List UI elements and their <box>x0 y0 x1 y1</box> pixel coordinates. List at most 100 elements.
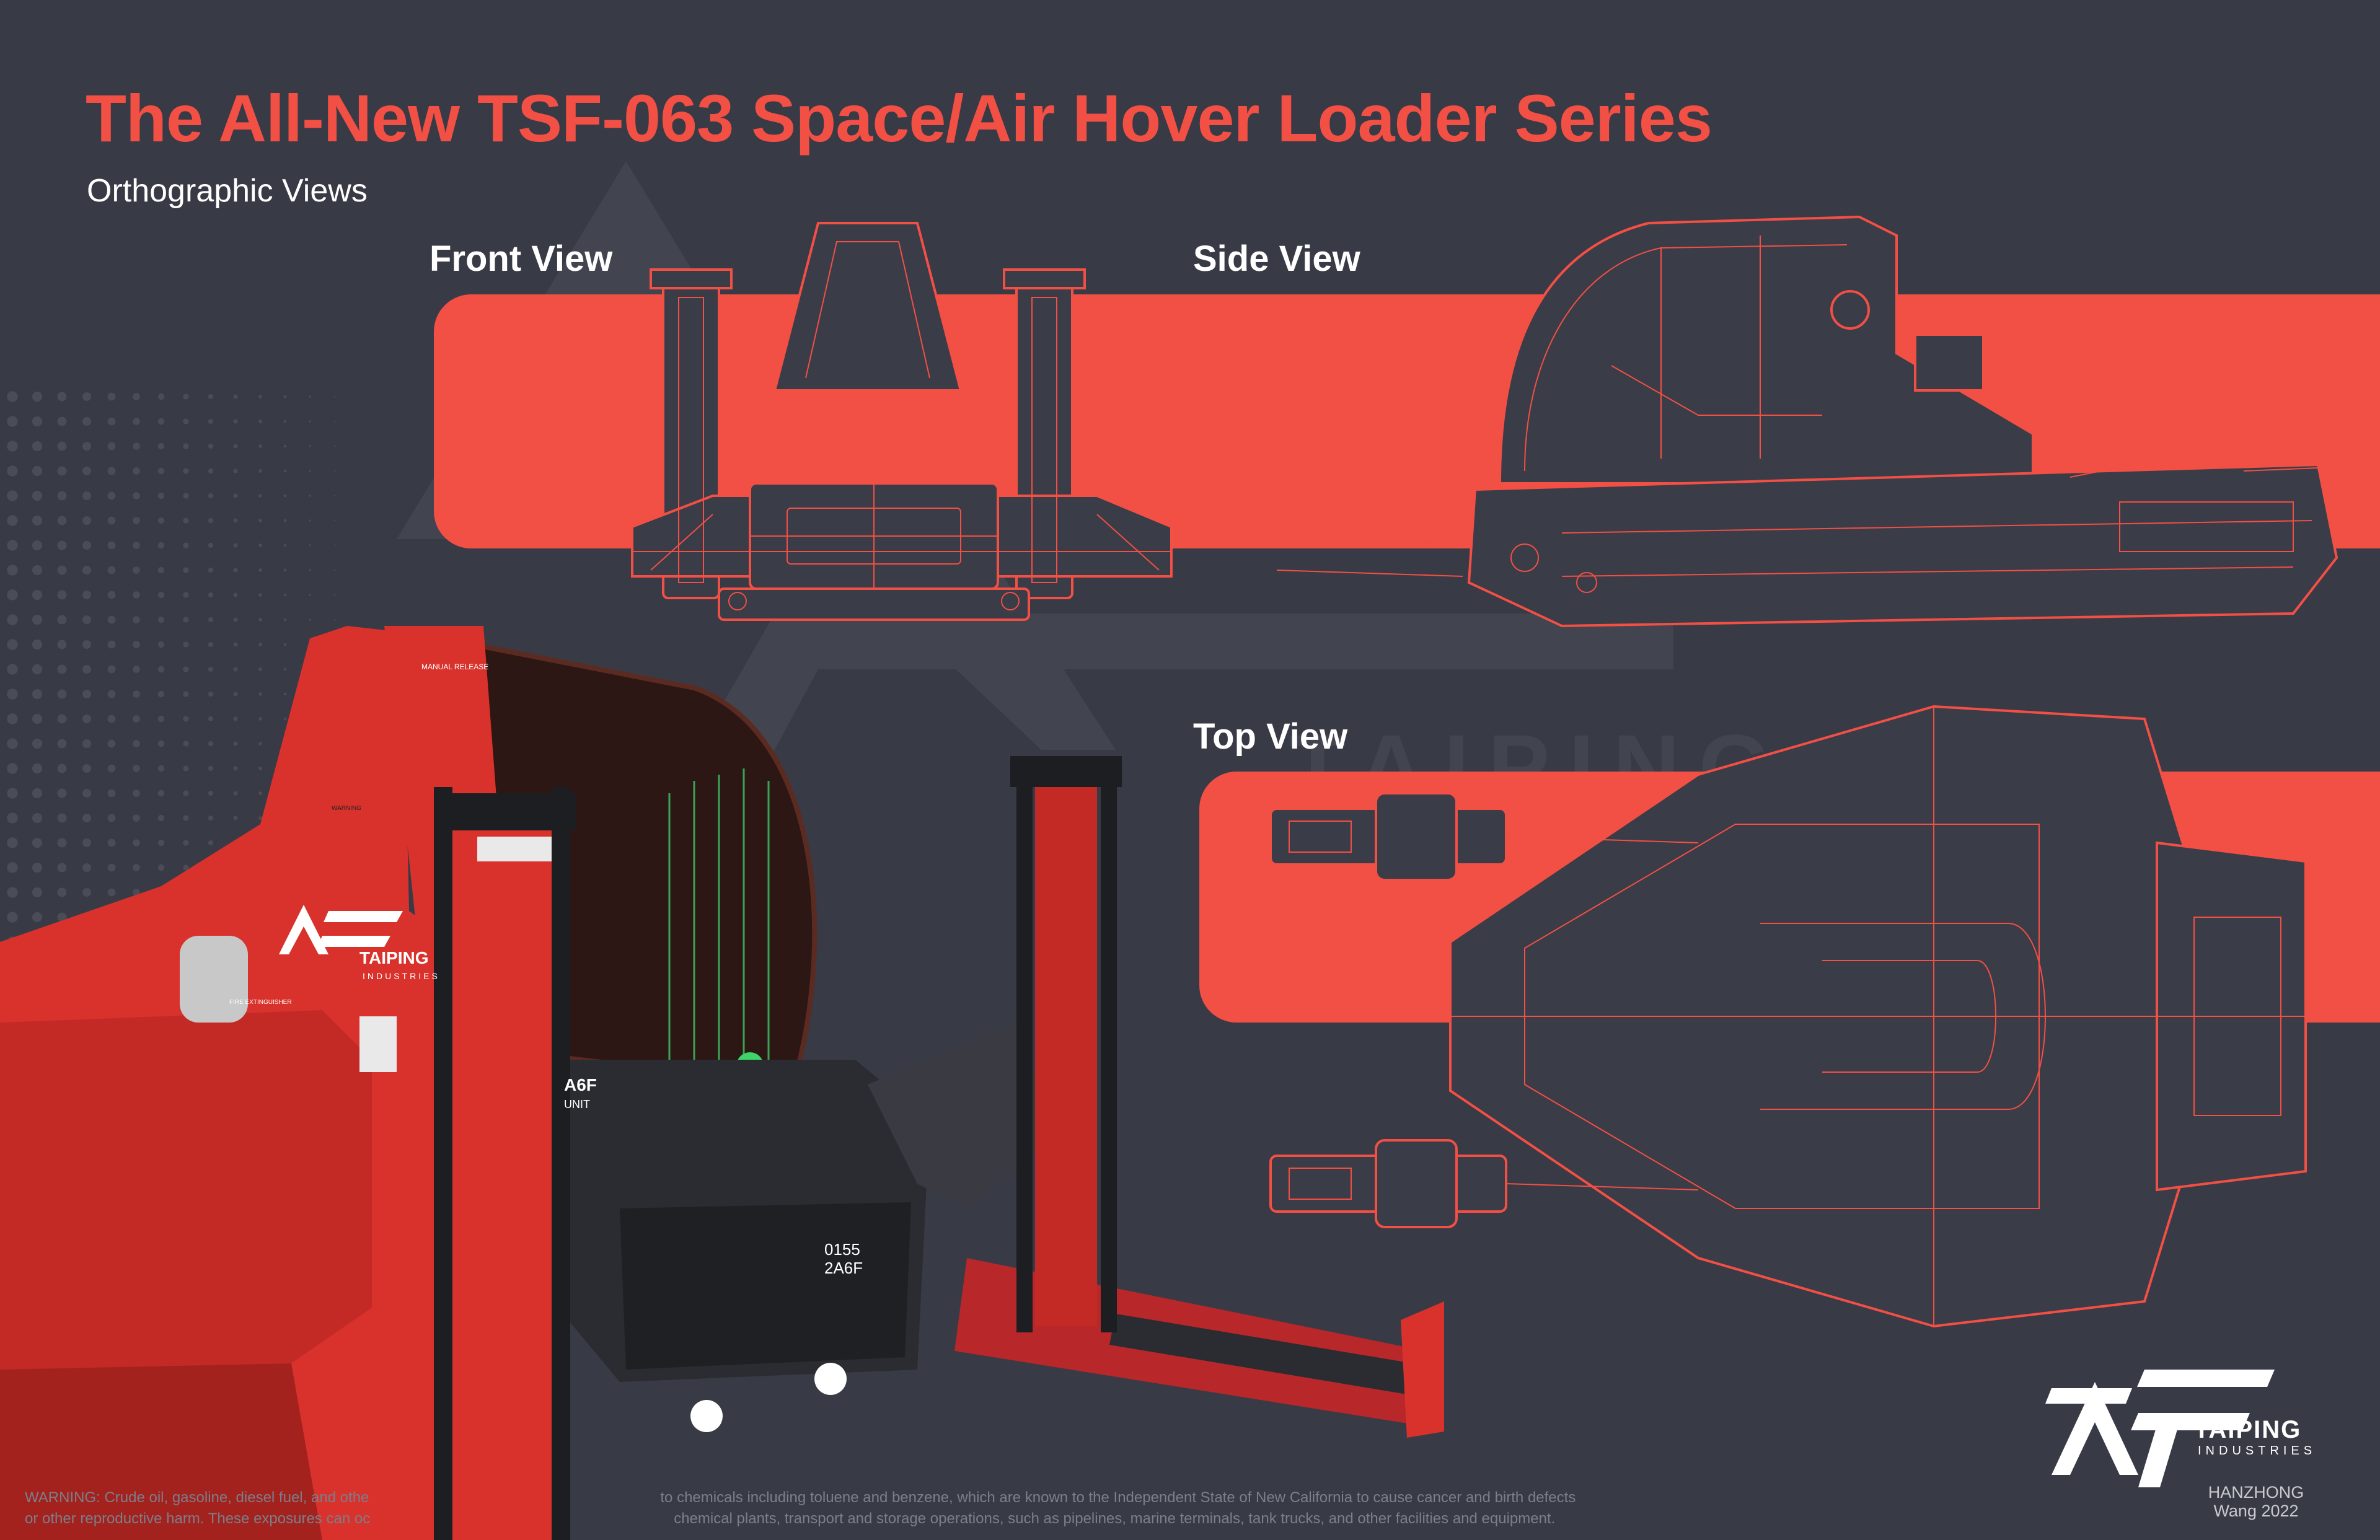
halftone-dot <box>283 717 287 721</box>
halftone-dot <box>283 420 287 423</box>
halftone-dot <box>283 643 287 646</box>
halftone-dot <box>258 692 262 696</box>
halftone-dot <box>57 912 67 922</box>
halftone-dot <box>82 715 91 723</box>
halftone-dot <box>133 814 140 822</box>
halftone-dot <box>283 692 287 696</box>
top-view-label: Top View <box>1193 716 1348 757</box>
halftone-dot <box>283 593 287 597</box>
halftone-dot <box>157 666 165 673</box>
halftone-dot <box>32 912 43 923</box>
halftone-dot <box>157 715 165 723</box>
body-logo-name: TAIPING <box>359 948 428 967</box>
halftone-dot <box>183 741 189 747</box>
halftone-dot <box>333 395 336 398</box>
halftone-dot <box>82 467 91 475</box>
halftone-dot <box>7 812 18 824</box>
halftone-dot <box>57 664 67 674</box>
halftone-dot <box>32 837 43 848</box>
halftone-dot <box>7 738 18 749</box>
halftone-dot <box>183 815 189 821</box>
halftone-dot <box>157 616 165 623</box>
halftone-dot <box>258 816 262 820</box>
halftone-dot <box>157 542 165 549</box>
halftone-dot <box>157 467 165 475</box>
halftone-dot <box>258 593 262 597</box>
halftone-dot <box>82 491 91 500</box>
halftone-dot <box>57 516 67 526</box>
halftone-dot <box>7 837 18 848</box>
halftone-dot <box>107 417 116 426</box>
halftone-dot <box>133 641 140 648</box>
halftone-dot <box>157 393 165 400</box>
halftone-dot <box>57 863 67 873</box>
halftone-dot <box>183 666 189 672</box>
halftone-dot <box>333 618 336 621</box>
halftone-dot <box>7 515 18 526</box>
halftone-dot <box>183 765 189 772</box>
halftone-dot <box>107 467 116 475</box>
halftone-dot <box>133 715 140 723</box>
halftone-dot <box>283 618 287 622</box>
halftone-dot <box>57 416 67 426</box>
halftone-dot <box>82 566 91 574</box>
halftone-dot <box>107 566 116 574</box>
halftone-dot <box>57 640 67 649</box>
halftone-dot <box>309 594 311 596</box>
halftone-dot <box>107 690 116 698</box>
warning-line-2b: chemical plants, transport and storage o… <box>674 1510 1556 1527</box>
page-subtitle: Orthographic Views <box>87 173 368 209</box>
halftone-dot <box>7 639 18 650</box>
halftone-dot <box>183 592 189 598</box>
halftone-dot <box>233 692 238 697</box>
halftone-dot <box>57 763 67 773</box>
halftone-dot <box>82 863 91 872</box>
halftone-dot <box>183 443 189 449</box>
halftone-dot <box>208 468 214 474</box>
halftone-dot <box>233 592 238 597</box>
halftone-dot <box>133 517 140 524</box>
halftone-dot <box>32 639 43 650</box>
halftone-dot <box>157 765 165 772</box>
halftone-dot <box>32 689 43 700</box>
credit-line-2: Wang 2022 <box>2213 1502 2299 1520</box>
halftone-dot <box>333 594 336 596</box>
halftone-dot <box>183 617 189 623</box>
halftone-dot <box>258 469 262 473</box>
artist-credit: HANZHONG Wang 2022 <box>2188 1483 2324 1520</box>
halftone-dot <box>133 467 140 475</box>
halftone-dot <box>208 517 214 524</box>
body-logo-sub: INDUSTRIES <box>363 971 440 981</box>
halftone-dot <box>309 544 311 547</box>
halftone-dot <box>258 767 262 770</box>
halftone-dot <box>309 470 311 472</box>
halftone-dot <box>183 865 189 871</box>
halftone-dot <box>233 741 238 746</box>
halftone-dot <box>208 567 214 573</box>
halftone-dot <box>283 543 287 547</box>
halftone-dot <box>57 441 67 451</box>
halftone-dot <box>7 540 18 551</box>
halftone-dot <box>208 592 214 598</box>
halftone-dot <box>82 739 91 748</box>
warning-decal: WARNING <box>332 805 361 812</box>
halftone-dot <box>208 691 214 697</box>
halftone-dot <box>57 491 67 501</box>
halftone-dot <box>157 864 165 871</box>
halftone-dot <box>258 494 262 498</box>
halftone-dot <box>7 465 18 477</box>
halftone-dot <box>157 517 165 524</box>
halftone-dot <box>283 469 287 473</box>
halftone-dot <box>107 888 116 897</box>
halftone-dot <box>133 666 140 673</box>
halftone-dot <box>333 519 336 522</box>
halftone-dot <box>32 515 43 526</box>
halftone-dot <box>57 739 67 749</box>
halftone-dot <box>208 840 214 846</box>
halftone-dot <box>32 540 43 551</box>
halftone-dot <box>333 445 336 447</box>
halftone-dot <box>32 391 43 402</box>
halftone-dot <box>233 518 238 523</box>
front-view-label: Front View <box>430 239 613 279</box>
front-view-drawing <box>631 222 1173 621</box>
